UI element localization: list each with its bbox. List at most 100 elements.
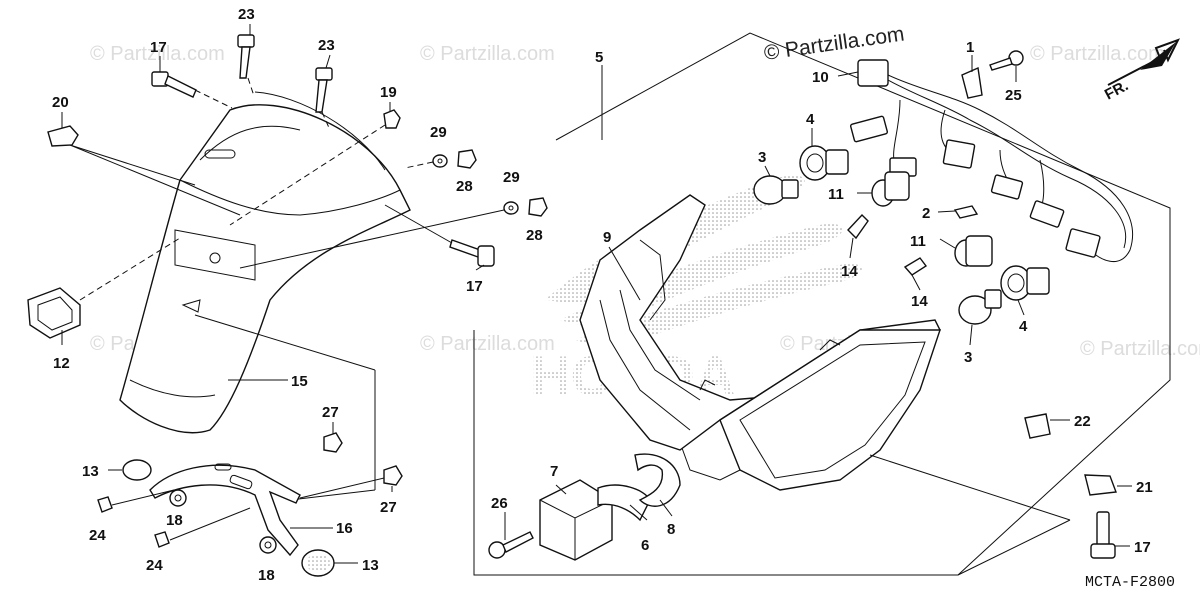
callout-27-lower: 27 (380, 499, 397, 516)
clip-20 (47, 125, 79, 147)
harness-clip-1 (961, 66, 983, 99)
assembly-boundary (473, 32, 1171, 576)
mount-line (111, 489, 175, 506)
callout-29-mid: 29 (503, 169, 520, 186)
watermark-text: © Partzilla.com (420, 43, 555, 65)
tail-light-assembly (579, 194, 941, 491)
bolt-17-right (1090, 511, 1116, 559)
screw-25 (989, 50, 1024, 71)
watermark-text: © Partzilla.com (90, 43, 225, 65)
callout-3-lower: 3 (964, 349, 972, 366)
callout-15: 15 (291, 373, 308, 390)
mount-line (69, 144, 196, 186)
callout-3-upper: 3 (758, 149, 766, 166)
callout-28-mid: 28 (526, 227, 543, 244)
leader-line (957, 519, 1071, 576)
leader-line (911, 274, 921, 291)
callout-4-lower: 4 (1019, 318, 1028, 335)
rear-reflector-12 (27, 287, 81, 339)
reflector-13-lower (301, 549, 335, 577)
leader-line (325, 54, 331, 69)
callout-14-lower: 14 (911, 293, 928, 310)
leader-line (937, 210, 956, 213)
leader-line (608, 246, 641, 301)
bolt-17-top (151, 71, 197, 98)
callout-1: 1 (966, 39, 974, 56)
watermark-text: © Partzilla.com (1080, 338, 1200, 360)
fr-label: FR. (1102, 77, 1131, 103)
leader-line (659, 499, 673, 517)
leader-line (939, 238, 956, 249)
callout-12: 12 (53, 355, 70, 372)
wire-harness-10 (849, 59, 1134, 262)
leader-line (837, 71, 859, 77)
mount-line (69, 144, 241, 216)
mount-line (289, 489, 376, 501)
nut-27-upper (323, 432, 343, 453)
callout-13-lower: 13 (362, 557, 379, 574)
nut-28-top (457, 149, 477, 169)
leader-line (849, 237, 854, 259)
cover-7 (539, 479, 613, 561)
mount-line (384, 204, 453, 244)
callout-7: 7 (550, 463, 558, 480)
watermark-text: © Partzilla.com (1030, 43, 1165, 65)
bulb-3-lower (958, 289, 1002, 325)
callout-21: 21 (1136, 479, 1153, 496)
screw-26 (488, 531, 534, 559)
mount-line (321, 111, 331, 131)
callout-18-lower: 18 (258, 567, 275, 584)
screw-24-upper (97, 496, 113, 513)
mount-line (229, 124, 386, 226)
screw-23-left (237, 34, 255, 79)
mount-line (247, 77, 255, 97)
leader-line (629, 504, 648, 521)
callout-9: 9 (603, 229, 611, 246)
screw-23-right (315, 67, 333, 113)
socket-4-upper (799, 145, 849, 181)
grommet-18-lower (259, 536, 277, 554)
wedge-bulb-14-lower (903, 257, 928, 276)
wedge-bulb-2 (953, 205, 979, 219)
callout-11-upper: 11 (828, 186, 844, 203)
callout-8: 8 (667, 521, 675, 538)
nut-19 (383, 109, 401, 129)
nut-28-mid (528, 197, 548, 217)
rear-fender (119, 91, 411, 434)
clip-22 (1024, 413, 1051, 439)
leader-line (869, 454, 1071, 521)
license-bracket-16 (149, 463, 301, 557)
callout-17-right: 17 (1134, 539, 1151, 556)
leader-line (1017, 299, 1025, 316)
callout-27-upper: 27 (322, 404, 339, 421)
clip-21 (1084, 474, 1117, 496)
callout-11-lower: 11 (910, 233, 926, 250)
callout-29-top: 29 (430, 124, 447, 141)
leader-line (475, 264, 485, 271)
bolt-17-mid (449, 239, 495, 267)
wedge-bulb-14-upper (847, 213, 869, 240)
leader-line (555, 484, 567, 495)
bulb-3-upper (753, 175, 799, 205)
mount-line (194, 89, 233, 109)
callout-5: 5 (595, 49, 603, 66)
socket-11-lower (954, 235, 993, 267)
watermark-primary-text: © Partzilla.com (762, 22, 905, 64)
callout-17-top: 17 (150, 39, 167, 56)
socket-4-lower (1000, 265, 1050, 301)
leader-line (969, 324, 973, 346)
callout-19: 19 (380, 84, 397, 101)
leader-line (764, 165, 771, 177)
nut-27-lower (383, 465, 403, 486)
gasket-8 (634, 453, 681, 507)
callout-23-right: 23 (318, 37, 335, 54)
callout-25: 25 (1005, 87, 1022, 104)
callout-28-top: 28 (456, 178, 473, 195)
callout-14-upper: 14 (841, 263, 858, 280)
callout-26: 26 (491, 495, 508, 512)
callout-18-upper: 18 (166, 512, 183, 529)
grommet-18-upper (169, 489, 187, 507)
callout-13-upper: 13 (82, 463, 99, 480)
callout-22: 22 (1074, 413, 1091, 430)
callout-23-left: 23 (238, 6, 255, 23)
